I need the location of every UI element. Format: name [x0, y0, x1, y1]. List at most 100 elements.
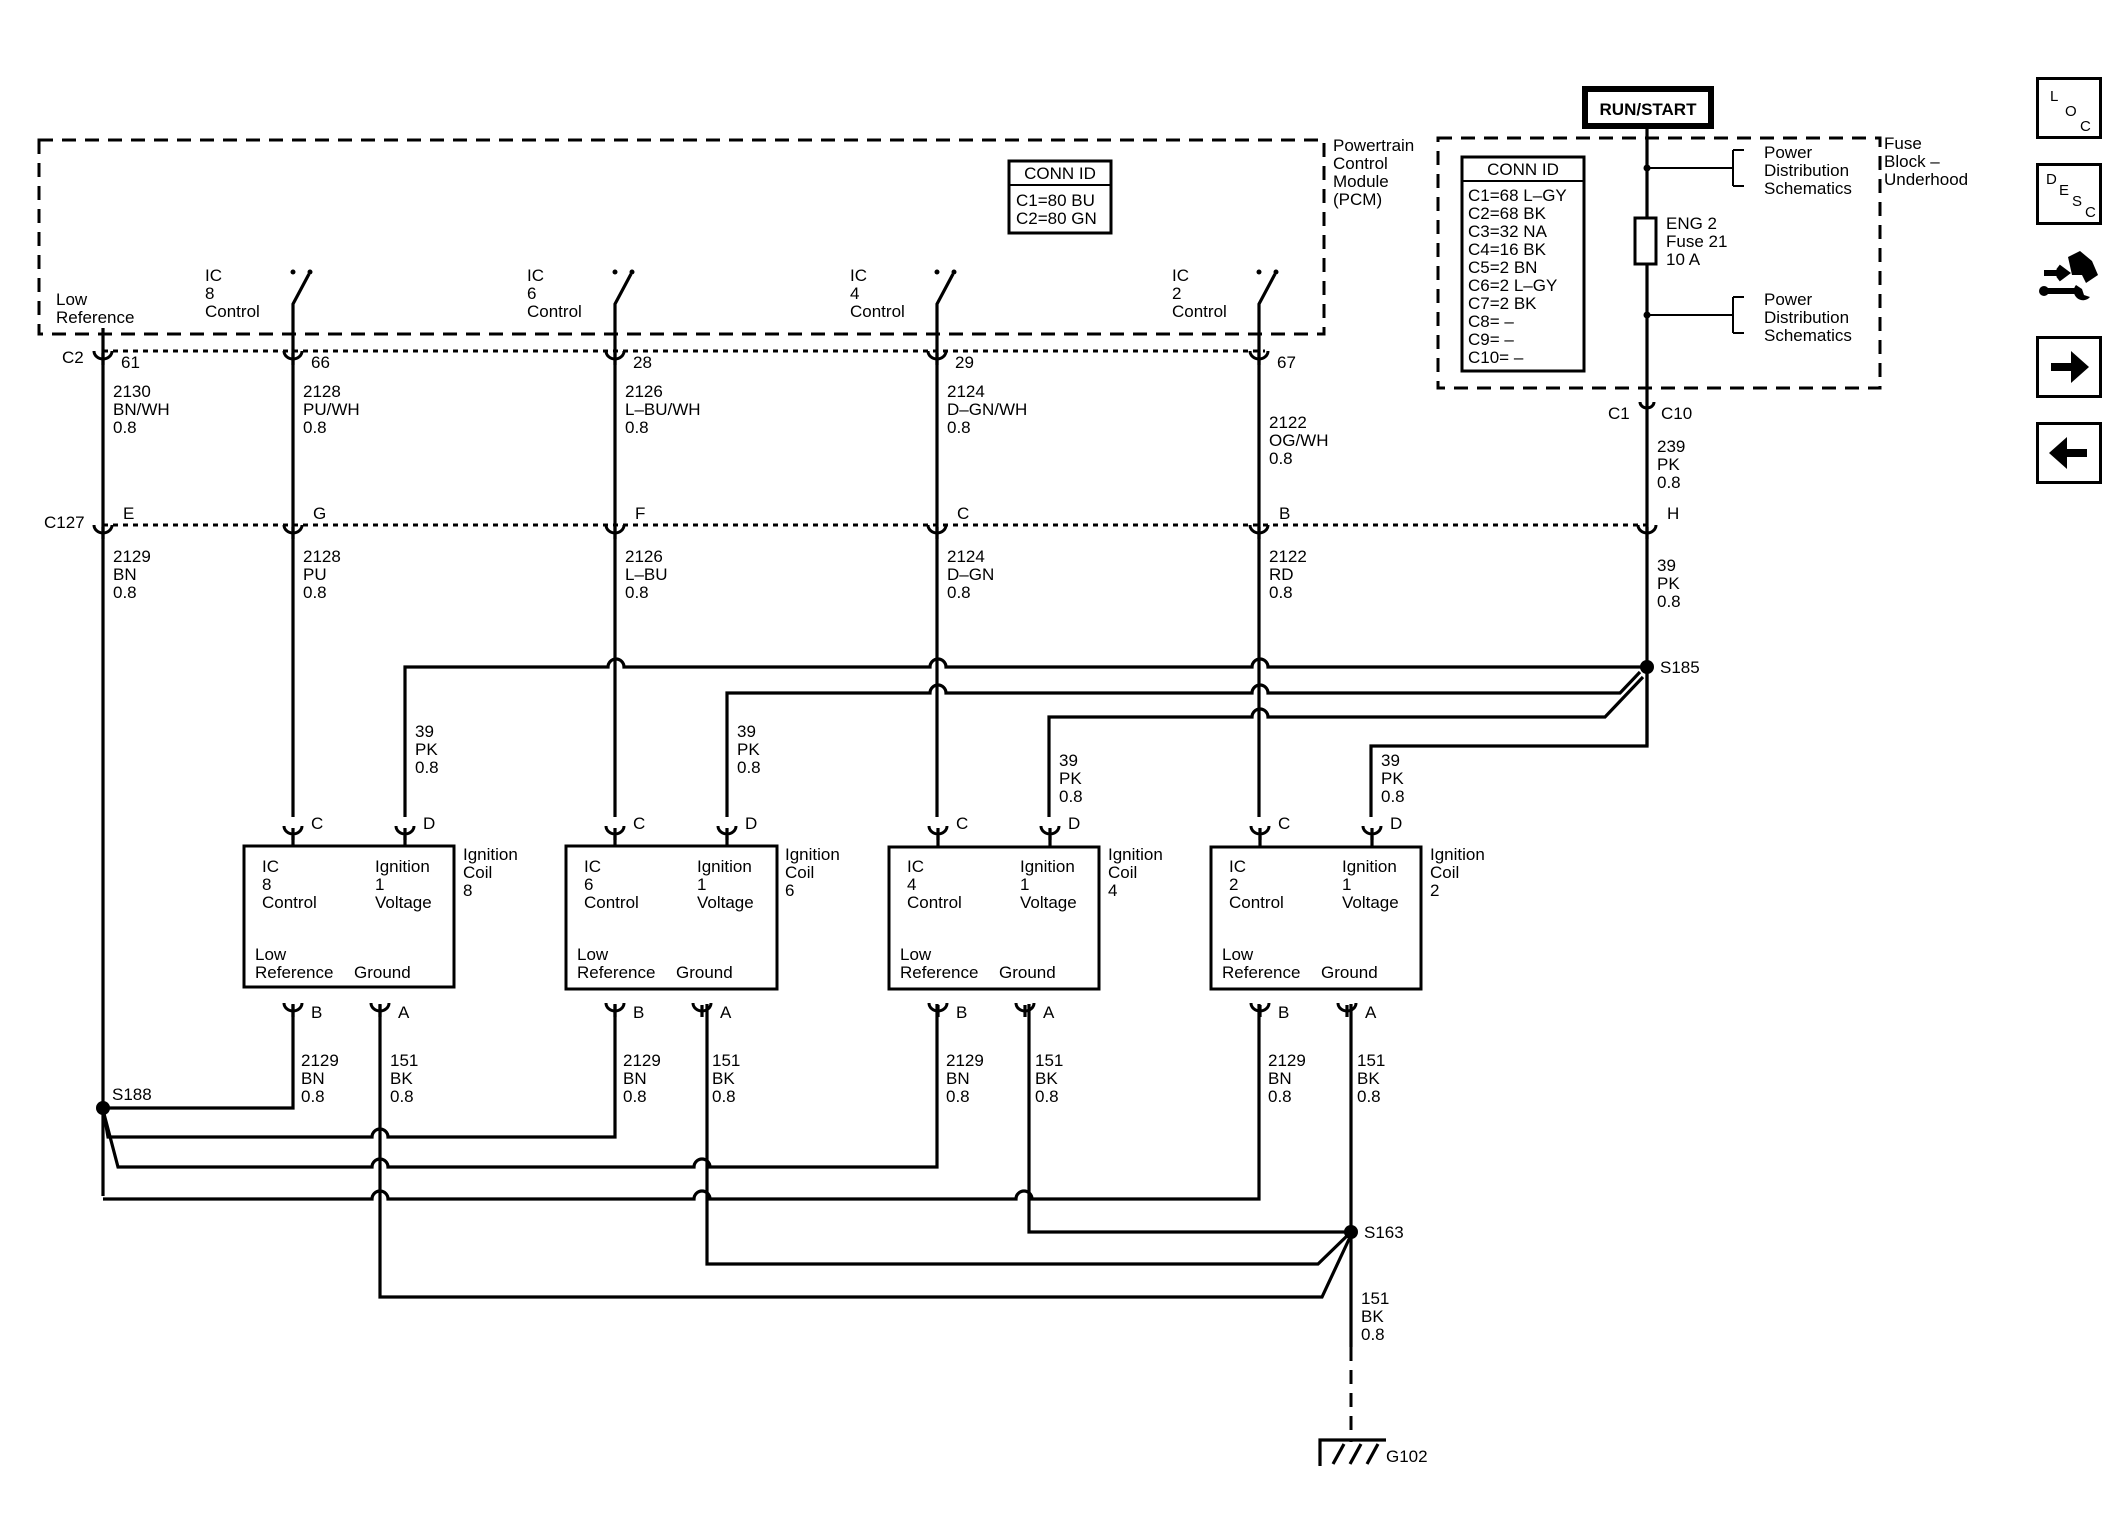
c127-pin-label: B	[1279, 504, 1290, 523]
ignition-coil-name: Ignition	[463, 845, 518, 864]
power-distribution-ref-top	[1647, 149, 1744, 187]
wire-label-lower: RD	[1269, 565, 1294, 584]
wire-label-upper: 0.8	[1657, 473, 1681, 492]
coil-pin-a: A	[1365, 1003, 1377, 1022]
forward-button[interactable]	[2036, 336, 2102, 398]
coil-ign-voltage: 1	[1020, 875, 1029, 894]
connector-pins	[92, 350, 1658, 1017]
c2-pin-label: 29	[955, 353, 974, 372]
wire-label-lower: PK	[1657, 574, 1680, 593]
loc-button[interactable]: L O C	[2036, 77, 2102, 139]
ignition-coil-4-box	[887, 845, 1101, 991]
coil-ground-wire-label: BK	[390, 1069, 413, 1088]
coil-pin-d: D	[745, 814, 757, 833]
pcm-conn-id: C2=80 GN	[1016, 209, 1097, 228]
feed-wire-label: 0.8	[1059, 787, 1083, 806]
coil-low-reference: Low	[577, 945, 609, 964]
feed-wire-label: 0.8	[1381, 787, 1405, 806]
fuse-conn-id: C4=16 BK	[1468, 240, 1547, 259]
coil-ic-control: Control	[907, 893, 962, 912]
feed-wire-label: 39	[1381, 751, 1400, 770]
fuse-label: 10 A	[1666, 250, 1701, 269]
c2-pin-label: 28	[633, 353, 652, 372]
c127-pin-label: E	[123, 504, 134, 523]
wire-label-upper: 0.8	[947, 418, 971, 437]
ground-g102-label: G102	[1386, 1447, 1428, 1466]
fuse-conn-id-box	[1460, 155, 1586, 373]
power-distribution-label: Power	[1764, 143, 1813, 162]
pcm-conn-id-title: CONN ID	[1024, 164, 1096, 183]
coil-ground-wire-label: 151	[1035, 1051, 1063, 1070]
pcm-control-label: Control	[205, 302, 260, 321]
wire-label-upper: BN/WH	[113, 400, 170, 419]
ignition-coil-2-box	[1209, 845, 1423, 991]
connector-c2-label: C2	[62, 348, 84, 367]
coil-pin-d: D	[1068, 814, 1080, 833]
c2-pin-label: 61	[121, 353, 140, 372]
coil-ic-control: IC	[584, 857, 601, 876]
ignition-coil-6-box	[564, 844, 779, 991]
connector-c127-label: C127	[44, 513, 85, 532]
wire-label-upper: 0.8	[303, 418, 327, 437]
wire-label-lower: 39	[1657, 556, 1676, 575]
coil-ic-control: 6	[584, 875, 593, 894]
fuse-conn-id: C8= –	[1468, 312, 1514, 331]
feed-wire-label: PK	[1059, 769, 1082, 788]
wire-label-lower: BN	[113, 565, 137, 584]
power-distribution-ref-bottom	[1647, 296, 1744, 334]
coil-ign-voltage: 1	[375, 875, 384, 894]
c2-pin-label: 66	[311, 353, 330, 372]
coil-low-reference: Low	[900, 945, 932, 964]
coil-pin-a: A	[1043, 1003, 1055, 1022]
connector-c1-label: C1	[1608, 404, 1630, 423]
wire-label-upper: 0.8	[1269, 449, 1293, 468]
ignition-coil-name: Coil	[1108, 863, 1137, 882]
feed-wire-label: PK	[737, 740, 760, 759]
desc-letter-c: C	[2085, 204, 2096, 221]
feed-wire-label: 0.8	[415, 758, 439, 777]
desc-letter-e: E	[2059, 182, 2070, 199]
coil-pin-c: C	[633, 814, 645, 833]
wire-label-upper: PK	[1657, 455, 1680, 474]
fuse-block-name: Block –	[1884, 152, 1940, 171]
desc-letter-d: D	[2046, 171, 2057, 188]
wire-label-lower: 2128	[303, 547, 341, 566]
wire-label-upper: L–BU/WH	[625, 400, 701, 419]
connector-wrench-icon[interactable]	[2036, 245, 2102, 317]
fuse-conn-id: C9= –	[1468, 330, 1514, 349]
feed-wires	[403, 657, 1649, 817]
ground-wire-label: BK	[1361, 1307, 1384, 1326]
splice-s188	[96, 1101, 110, 1115]
coil-ground-wire-label: 0.8	[1357, 1087, 1381, 1106]
coil-ground-wire-label: 0.8	[1035, 1087, 1059, 1106]
back-button[interactable]	[2036, 422, 2102, 484]
coil-ic-control: Control	[262, 893, 317, 912]
coil-low-reference: Reference	[255, 963, 333, 982]
splice-s185	[1640, 660, 1654, 674]
coil-pin-d: D	[423, 814, 435, 833]
fuse-block-outline	[1436, 136, 1882, 390]
coil-pin-c: C	[1278, 814, 1290, 833]
coil-low-reference: Reference	[900, 963, 978, 982]
pcm-control-label: 8	[205, 284, 214, 303]
static-geometry	[37, 86, 1882, 1466]
pcm-control-label: IC	[850, 266, 867, 285]
wire-label-lower: 2124	[947, 547, 985, 566]
wire-label-upper: 2128	[303, 382, 341, 401]
coil-ground-label: Ground	[676, 963, 733, 982]
pcm-switches	[101, 269, 1279, 345]
pcm-control-label: Control	[850, 302, 905, 321]
coil-ign-voltage: Ignition	[1020, 857, 1075, 876]
fuse-label: Fuse 21	[1666, 232, 1727, 251]
back-arrow-icon	[2049, 437, 2087, 469]
ground-wire-label: 0.8	[1361, 1325, 1385, 1344]
fuse-conn-id: C5=2 BN	[1468, 258, 1537, 277]
power-distribution-label: Distribution	[1764, 161, 1849, 180]
desc-button[interactable]: D E S C	[2036, 163, 2102, 225]
coil-ign-voltage: Voltage	[375, 893, 432, 912]
coil-low-ref-wire-label: BN	[946, 1069, 970, 1088]
coil-ign-voltage: 1	[1342, 875, 1351, 894]
feed-wire-label: 39	[1059, 751, 1078, 770]
feed-wire-label: PK	[1381, 769, 1404, 788]
fuse-block-name: Underhood	[1884, 170, 1968, 189]
